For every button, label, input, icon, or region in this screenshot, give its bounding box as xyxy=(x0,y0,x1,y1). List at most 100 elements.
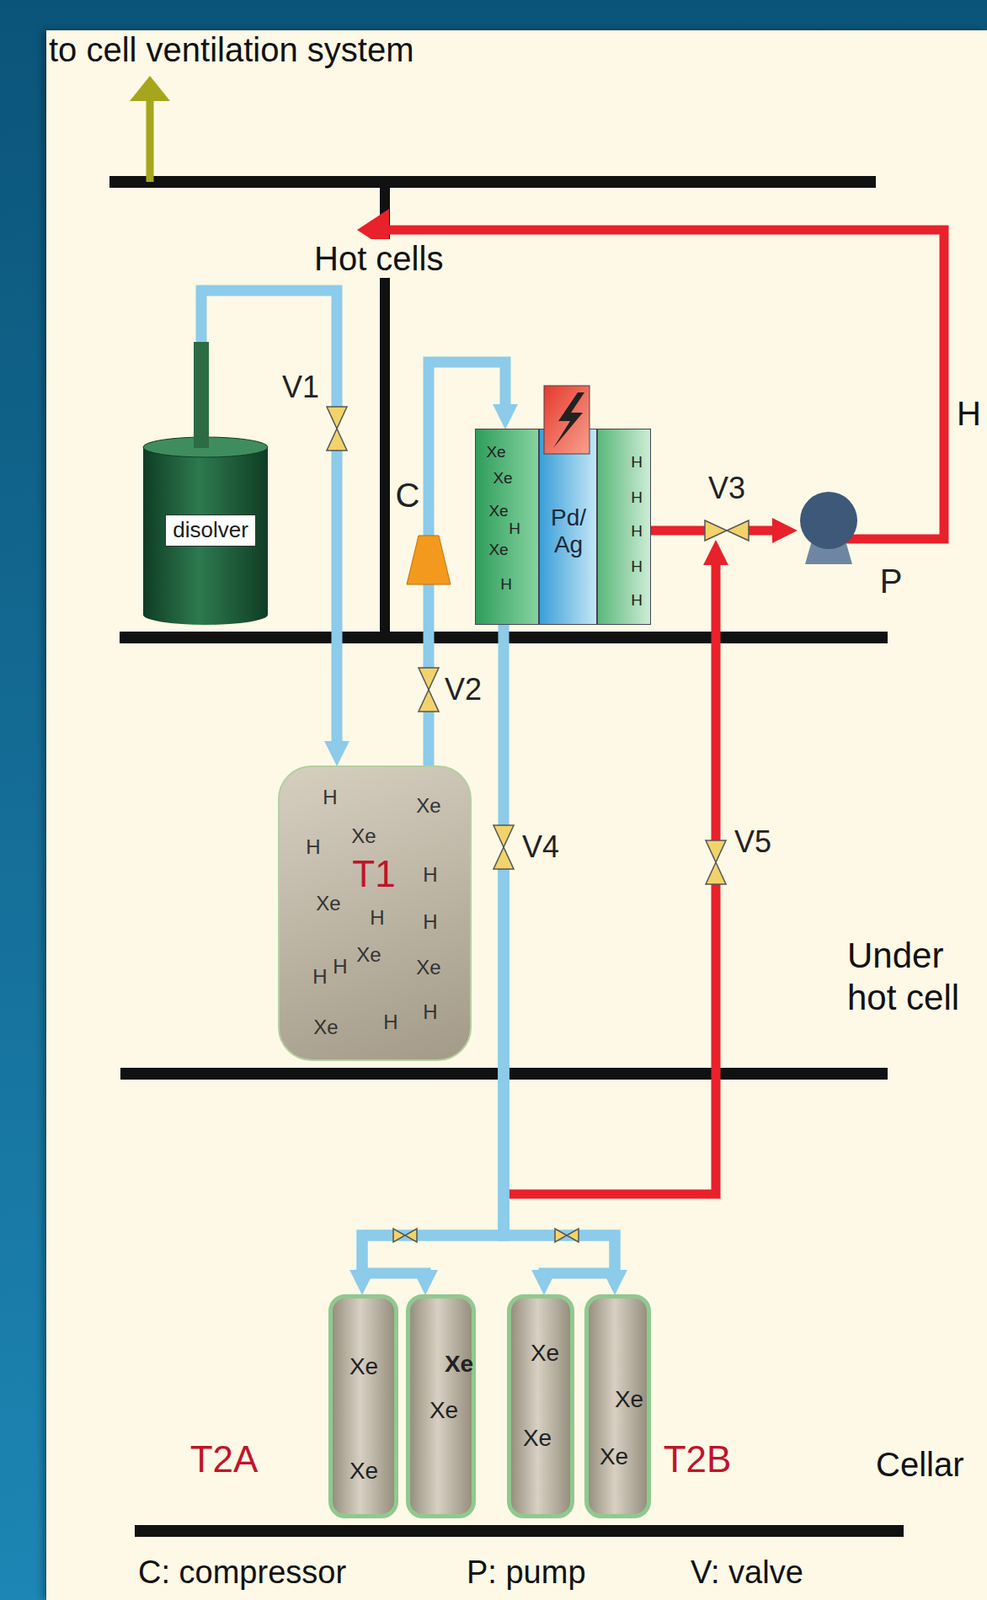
xenon-cylinder: XeXe xyxy=(506,1294,575,1519)
node-text: Xe xyxy=(349,1457,379,1485)
legend-text: C: compressor xyxy=(138,1554,347,1590)
node-text: H xyxy=(630,488,643,507)
tank-label: T2A xyxy=(190,1438,259,1482)
xenon-cylinder: XeXe xyxy=(584,1294,651,1519)
pipe-connector xyxy=(503,869,615,1285)
pipe-connector xyxy=(201,290,337,407)
floor-line xyxy=(134,1525,904,1537)
node-text: Xe xyxy=(416,794,441,818)
node-text: Xe xyxy=(530,1339,560,1367)
pipe-connector xyxy=(748,526,787,536)
node-text: H xyxy=(500,575,513,594)
node-text: H xyxy=(369,906,385,930)
node-text: H xyxy=(305,835,321,859)
pump: P xyxy=(796,490,861,566)
header-valve xyxy=(554,1228,567,1243)
node-text: disolver xyxy=(165,514,257,547)
pipe-connector xyxy=(503,869,615,1285)
node-text: H xyxy=(630,557,643,577)
node-text: Xe xyxy=(614,1386,644,1414)
valve-label: V1 xyxy=(282,369,320,405)
xenon-cylinder: XeXe xyxy=(405,1294,476,1519)
node-text: Xe xyxy=(351,824,376,849)
ventilation-arrowhead xyxy=(129,75,171,102)
valve: V5 xyxy=(705,840,726,885)
dissolver-tank-outline xyxy=(143,341,268,625)
hydrogen-return-pipe xyxy=(383,229,945,539)
node-text: Xe xyxy=(599,1443,629,1471)
tank-label: T2B xyxy=(663,1438,732,1482)
valve-label: V4 xyxy=(522,829,560,865)
valve-outline xyxy=(326,406,347,451)
node-text: Pd/ Ag xyxy=(542,504,595,559)
legend-entry: C: compressor xyxy=(138,1554,347,1592)
node-text: Xe xyxy=(416,955,441,980)
header-valve xyxy=(566,1228,579,1243)
node-text: H xyxy=(422,910,438,934)
area-label: Cellar xyxy=(875,1445,964,1484)
pipe-connector xyxy=(423,711,435,766)
node-text: P xyxy=(880,561,903,601)
pipe-connector xyxy=(423,584,435,668)
node-text: H xyxy=(422,863,438,887)
node-text: H xyxy=(312,965,327,989)
legend-text: P: pump xyxy=(466,1554,587,1590)
separator-inlet: XeXeXeHXeH xyxy=(474,428,539,625)
valve-label: V2 xyxy=(444,672,482,707)
xenon-cylinder: XeXe xyxy=(328,1294,399,1519)
node-text: Xe xyxy=(485,442,506,462)
node-text: H xyxy=(332,954,347,979)
storage-tank: HXeHXeT1HXeHHHHXeXeXeHH xyxy=(277,765,472,1062)
area-label: Hot cells xyxy=(311,239,446,278)
legend-entry: P: pump xyxy=(466,1554,587,1592)
note-text: to cell ventilation system xyxy=(48,30,415,70)
pipe-connector xyxy=(331,450,343,756)
legend-text: V: valve xyxy=(690,1554,804,1590)
node-text: H xyxy=(422,1000,438,1025)
node-text: C xyxy=(395,475,421,515)
valve-outline xyxy=(705,840,726,885)
lightning-symbol xyxy=(553,392,585,449)
valve-outline xyxy=(704,520,749,541)
node-text: Xe xyxy=(313,1015,338,1040)
node-text: Xe xyxy=(444,1350,474,1378)
node-text: Xe xyxy=(315,891,341,916)
pump-outline xyxy=(796,490,861,566)
node-text: H xyxy=(383,1010,398,1035)
floor-line xyxy=(109,176,876,188)
node-text: H xyxy=(630,453,643,472)
pipe-connector xyxy=(498,624,510,826)
pd-ag-membrane: Pd/ Ag xyxy=(538,428,598,625)
legend-entry: V: valve xyxy=(690,1554,804,1592)
node-text: Xe xyxy=(349,1353,379,1381)
node-text: H xyxy=(630,591,643,610)
node-text: Xe xyxy=(429,1397,459,1425)
node-text: H xyxy=(322,785,337,810)
header-valve xyxy=(393,1228,406,1243)
compressor: C xyxy=(406,535,451,585)
heater-box xyxy=(544,385,590,454)
return-pipe xyxy=(505,884,716,1195)
node-text: H xyxy=(630,522,643,541)
area-label: Under hot cell xyxy=(847,934,982,1020)
node-text: H xyxy=(508,519,521,539)
dissolver-tank: disolver xyxy=(143,341,268,625)
valve: V4 xyxy=(493,825,514,870)
node-text: T1 xyxy=(352,853,395,897)
node-text: Xe xyxy=(492,469,513,488)
node-text: Xe xyxy=(488,540,508,560)
pipe-connector xyxy=(650,526,705,536)
compressor-outline xyxy=(406,535,451,585)
node-text: Xe xyxy=(488,501,508,521)
gas-label: H xyxy=(956,394,982,433)
valve-outline xyxy=(493,825,514,870)
node-text: Xe xyxy=(522,1424,552,1452)
valve: V2 xyxy=(418,667,439,712)
header-valve xyxy=(405,1228,417,1243)
valve: V3 xyxy=(704,520,749,541)
valve-outline xyxy=(418,667,439,712)
ventilation-arrow xyxy=(146,94,155,182)
